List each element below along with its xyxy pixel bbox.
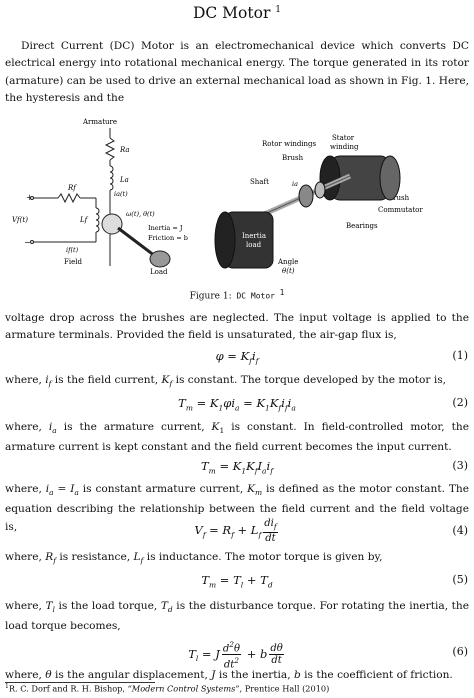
dc-motor-figure: Armature Ra La ia(t) ω(t), θ(t) Inertia … <box>12 118 423 276</box>
label-shaft: Shaft <box>250 178 269 186</box>
label-field: Field <box>64 258 82 266</box>
paragraph-2: where, if is the field current, Kf is co… <box>5 374 447 389</box>
resistor-ra <box>104 137 116 161</box>
label-inertia: Inertia = J <box>148 224 183 232</box>
commutator-body <box>298 184 314 208</box>
label-commutator: Commutator <box>378 206 423 214</box>
inductor-lf <box>95 207 100 233</box>
footnote: 1R. C. Dorf and R. H. Bishop, “Modern Co… <box>5 683 330 694</box>
label-vf: Vf(t) <box>12 216 28 224</box>
figure-caption: Figure 1: DC Motor 1 <box>189 288 285 302</box>
intro-paragraph: Direct Current (DC) Motor is an electrom… <box>5 40 469 104</box>
label-brush-top: Brush <box>282 154 304 162</box>
label-omega: ω(t), θ(t) <box>126 210 155 218</box>
inductor-la <box>109 165 114 191</box>
paragraph-6: where, Tl is the load torque, Td is the … <box>5 600 469 633</box>
title-footnote-mark: 1 <box>275 4 282 15</box>
label-brush-right: Brush <box>388 194 410 202</box>
paragraph-3: where, ia is the armature current, K1 is… <box>5 421 469 454</box>
label-rf: Rf <box>67 184 77 192</box>
label-rotor-windings: Rotor windings <box>262 140 317 148</box>
paragraph-1: voltage drop across the brushes are negl… <box>5 312 469 342</box>
armature-circle <box>101 213 123 235</box>
label-if: if(t) <box>66 246 79 254</box>
label-minus: − <box>24 238 31 247</box>
label-ia: ia(t) <box>114 190 128 198</box>
label-angle-1: Angle <box>277 258 298 266</box>
label-stator: Stator <box>332 134 355 142</box>
label-load: Load <box>150 268 168 276</box>
label-winding: winding <box>330 143 359 151</box>
label-la: La <box>119 176 129 184</box>
page-title: DC Motor 1 <box>192 4 282 22</box>
label-inertia-load-2: load <box>246 241 262 249</box>
paragraph-5: where, Rf is resistance, Lf is inductanc… <box>5 551 383 566</box>
label-plus: + <box>26 193 33 202</box>
label-bearings: Bearings <box>346 222 378 230</box>
label-inertia-load-1: Inertia <box>242 232 266 240</box>
label-lf: Lf <box>79 216 89 224</box>
label-friction: Friction = b <box>148 234 188 242</box>
paragraph-4: where, ia = Ia is constant armature curr… <box>5 483 469 533</box>
label-ia-small: ia <box>292 180 298 188</box>
label-angle-2: θ(t) <box>282 267 295 275</box>
label-armature: Armature <box>82 118 117 126</box>
resistor-rf <box>57 192 81 204</box>
footnote-rule <box>5 682 155 683</box>
paragraph-7: where, θ is the angular displacement, J … <box>5 669 453 681</box>
load-cylinder <box>149 250 171 268</box>
label-ra: Ra <box>119 146 130 154</box>
